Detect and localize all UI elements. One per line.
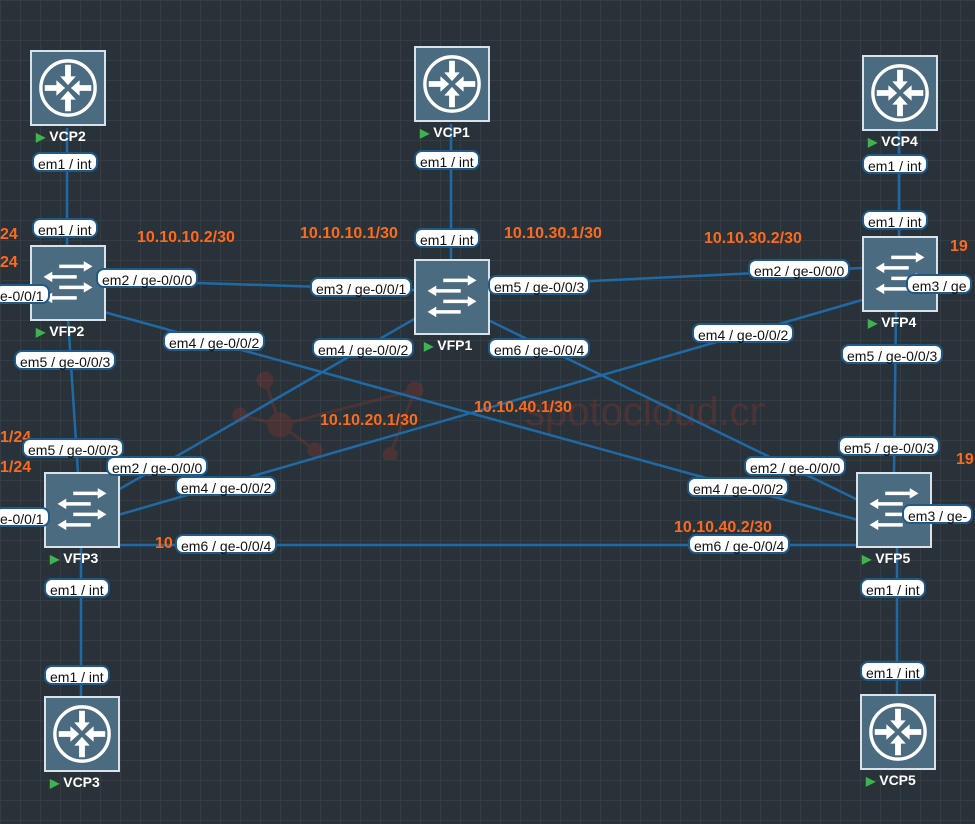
node-label: ▶VCP4 (868, 133, 918, 149)
ip-label: 10.10.10.1/30 (300, 225, 398, 242)
node-vfp5[interactable]: ▶VFP5 (856, 472, 932, 566)
port-label[interactable]: em4 / ge-0/0/2 (312, 338, 415, 358)
node-label: ▶VFP3 (50, 550, 99, 566)
node-label: ▶VCP5 (866, 772, 916, 788)
router-icon (862, 55, 938, 131)
port-label[interactable]: em2 / ge-0/0/0 (106, 456, 209, 476)
port-label[interactable]: em1 / int (862, 210, 928, 230)
port-label[interactable]: em5 / ge-0/0/3 (22, 438, 125, 458)
node-label: ▶VCP2 (36, 128, 86, 144)
port-label[interactable]: em1 / int (414, 228, 480, 248)
switch-icon (414, 259, 490, 335)
port-label[interactable]: e-0/0/1 (0, 284, 50, 304)
port-label[interactable]: em1 / int (414, 150, 480, 170)
switch-icon (856, 472, 932, 548)
ip-label: 10.10.30.1/30 (504, 225, 602, 242)
play-icon: ▶ (36, 130, 46, 144)
ip-label: 10.10.20.1/30 (320, 412, 418, 429)
port-label[interactable]: em3 / ge-0/0/1 (310, 277, 413, 297)
router-icon (860, 694, 936, 770)
port-label[interactable]: em4 / ge-0/0/2 (692, 323, 795, 343)
port-label[interactable]: em4 / ge-0/0/2 (175, 476, 278, 496)
ip-label: 10.10.10.2/30 (137, 229, 235, 246)
ip-label: 10.10.30.2/30 (704, 230, 802, 247)
port-label[interactable]: em4 / ge-0/0/2 (163, 331, 266, 351)
switch-icon (30, 245, 106, 321)
play-icon: ▶ (50, 552, 60, 566)
port-label[interactable]: em1 / int (32, 218, 98, 238)
port-label[interactable]: em2 / ge-0/0/0 (744, 456, 847, 476)
port-label[interactable]: em4 / ge-0/0/2 (687, 477, 790, 497)
play-icon: ▶ (862, 552, 872, 566)
ip-label: 24 (0, 226, 18, 243)
ip-label: 19 (950, 238, 968, 255)
ip-label: 1/24 (0, 459, 32, 476)
ip-label: 10 (155, 535, 173, 552)
play-icon: ▶ (868, 135, 878, 149)
router-icon (30, 50, 106, 126)
ip-label: 19 (956, 451, 974, 468)
node-vcp1[interactable]: ▶VCP1 (414, 46, 490, 140)
port-label[interactable]: em2 / ge-0/0/0 (96, 268, 199, 288)
port-label[interactable]: em6 / ge-0/0/4 (488, 338, 591, 358)
port-label[interactable]: em1 / int (860, 578, 926, 598)
node-label: ▶VFP5 (862, 550, 911, 566)
port-label[interactable]: em5 / ge-0/0/3 (488, 275, 591, 295)
port-label[interactable]: em6 / ge-0/0/4 (175, 534, 278, 554)
port-label[interactable]: e-0/0/1 (0, 507, 50, 527)
port-label[interactable]: em6 / ge-0/0/4 (688, 534, 791, 554)
port-label[interactable]: em3 / ge- (902, 504, 974, 524)
router-icon (414, 46, 490, 122)
node-label: ▶VCP1 (420, 124, 470, 140)
node-vfp1[interactable]: ▶VFP1 (414, 259, 490, 353)
node-label: ▶VFP4 (868, 314, 917, 330)
play-icon: ▶ (50, 776, 60, 790)
play-icon: ▶ (420, 126, 430, 140)
node-label: ▶VCP3 (50, 774, 100, 790)
play-icon: ▶ (868, 316, 878, 330)
play-icon: ▶ (866, 774, 876, 788)
node-vcp5[interactable]: ▶VCP5 (860, 694, 936, 788)
node-vfp3[interactable]: ▶VFP3 (44, 472, 120, 566)
port-label[interactable]: em2 / ge-0/0/0 (748, 259, 851, 279)
port-label[interactable]: em3 / ge (906, 274, 973, 294)
port-label[interactable]: em1 / int (862, 154, 928, 174)
switch-icon (44, 472, 120, 548)
node-label: ▶VFP2 (36, 323, 85, 339)
node-vcp4[interactable]: ▶VCP4 (862, 55, 938, 149)
port-label[interactable]: em5 / ge-0/0/3 (841, 344, 944, 364)
node-label: ▶VFP1 (424, 337, 473, 353)
play-icon: ▶ (424, 339, 434, 353)
play-icon: ▶ (36, 325, 46, 339)
port-label[interactable]: em1 / int (44, 665, 110, 685)
node-vfp2[interactable]: ▶VFP2 (30, 245, 106, 339)
port-label[interactable]: em1 / int (44, 578, 110, 598)
node-vcp2[interactable]: ▶VCP2 (30, 50, 106, 144)
port-label[interactable]: em1 / int (32, 152, 98, 172)
port-label[interactable]: em1 / int (860, 661, 926, 681)
ip-label: 10.10.40.1/30 (474, 399, 572, 416)
port-label[interactable]: em5 / ge-0/0/3 (14, 350, 117, 370)
port-label[interactable]: em5 / ge-0/0/3 (838, 436, 941, 456)
ip-label: 24 (0, 254, 18, 271)
node-vcp3[interactable]: ▶VCP3 (44, 696, 120, 790)
watermark-logo: spotocloud.cn (232, 371, 765, 460)
router-icon (44, 696, 120, 772)
ip-label: 10.10.40.2/30 (674, 519, 772, 536)
